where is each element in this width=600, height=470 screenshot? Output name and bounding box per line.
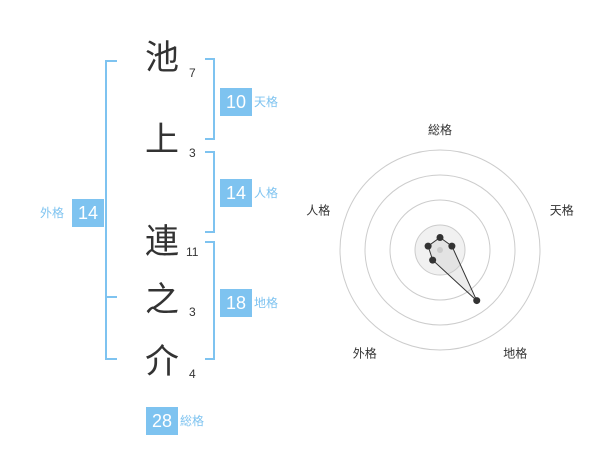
char-3-strokes: 11 — [186, 245, 199, 259]
jinkaku-bracket — [205, 151, 215, 233]
radar-axis-label-5: 人格 — [306, 202, 330, 217]
tenkaku-label: 天格 — [254, 95, 279, 109]
radar-ring-4 — [339, 149, 541, 351]
radar-point-5 — [424, 242, 432, 250]
char-1-strokes: 7 — [189, 66, 196, 80]
gaikaku-bracket — [105, 60, 117, 360]
soukaku-value: 28 — [146, 407, 178, 435]
radar-point-3 — [473, 297, 481, 305]
char-4: 之 — [145, 280, 179, 320]
char-1: 池 — [145, 38, 179, 78]
tenkaku-bracket — [205, 58, 215, 140]
char-4-strokes: 3 — [189, 305, 196, 319]
radar-ring-1 — [414, 224, 466, 276]
radar-axis-label-2: 天格 — [550, 202, 574, 217]
gaikaku-label: 外格 — [40, 206, 65, 220]
char-2-strokes: 3 — [189, 146, 196, 160]
radar-axis-label-4: 外格 — [353, 346, 377, 361]
tenkaku-value: 10 — [220, 88, 252, 116]
radar-center-dot — [437, 247, 443, 253]
gaikaku-value: 14 — [72, 199, 104, 227]
radar-point-4 — [429, 256, 437, 264]
radar-point-1 — [436, 234, 444, 241]
chikaku-label: 地格 — [254, 296, 279, 310]
chikaku-bracket — [205, 241, 215, 360]
chikaku-value: 18 — [220, 289, 252, 317]
radar-point-2 — [448, 242, 456, 250]
jinkaku-value: 14 — [220, 179, 252, 207]
gaikaku-bracket-tick — [105, 296, 117, 298]
jinkaku-label: 人格 — [254, 186, 279, 200]
char-2: 上 — [145, 120, 179, 160]
radar-axis-label-1: 総格 — [428, 122, 452, 137]
char-5-strokes: 4 — [189, 367, 196, 381]
soukaku-label: 総格 — [180, 414, 205, 428]
radar-axis-label-3: 地格 — [503, 346, 527, 361]
radar-ring-3 — [364, 174, 516, 326]
char-3: 連 — [145, 222, 179, 262]
radar-ring-2 — [389, 199, 491, 301]
char-5: 介 — [145, 342, 179, 382]
